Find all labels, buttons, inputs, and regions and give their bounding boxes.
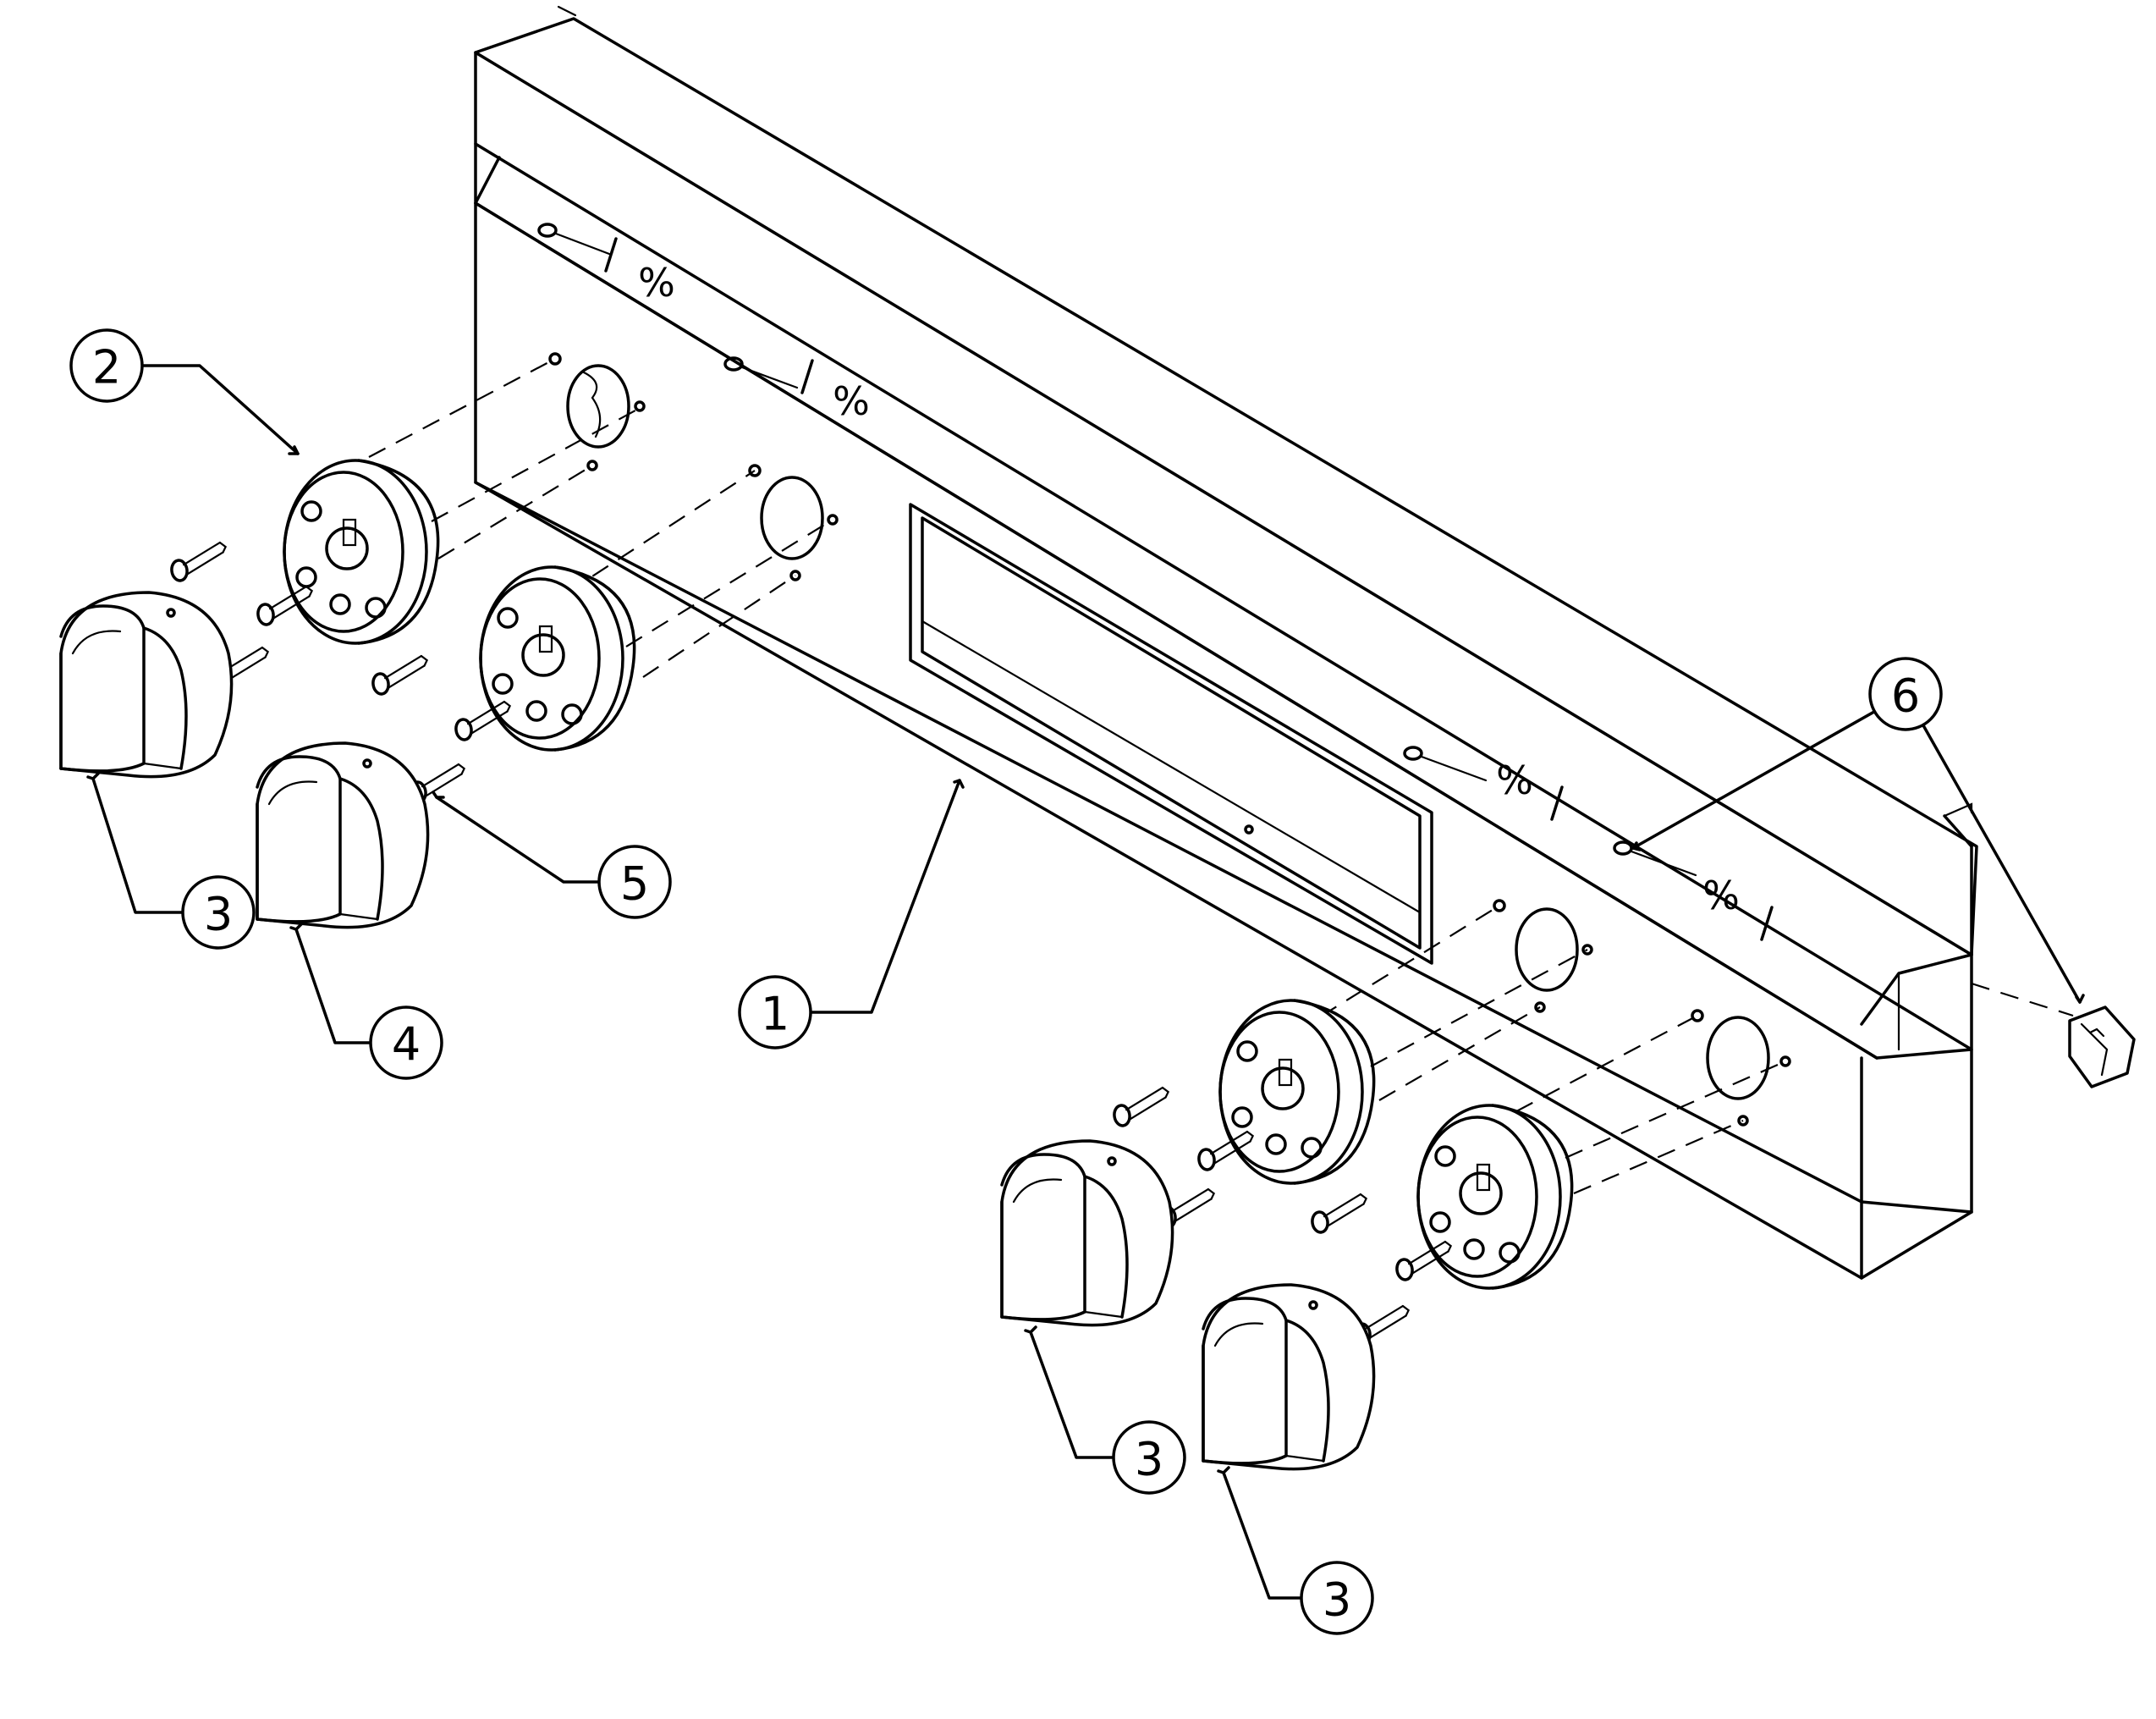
screw-icon <box>1109 1085 1174 1128</box>
bezel-icon <box>479 565 636 752</box>
clip-icon <box>2068 1006 2136 1088</box>
knob-icon <box>1000 1139 1174 1327</box>
bezel-icon <box>1218 999 1376 1185</box>
callout-5: 5 <box>597 845 672 919</box>
leader-lines <box>86 364 2085 1600</box>
callout-label: 6 <box>1891 669 1920 723</box>
bezel-icon <box>1416 1104 1574 1290</box>
callout-label: 3 <box>1135 1433 1163 1486</box>
panel-mark: % <box>638 260 675 306</box>
screw-icon <box>368 653 432 697</box>
knob-icon <box>256 741 430 929</box>
bezel-icon <box>283 459 440 645</box>
callout-6: 6 <box>1868 657 1943 731</box>
callout-4: 4 <box>369 1006 443 1080</box>
screw-icon <box>1307 1192 1372 1235</box>
panel-mark: % <box>833 378 870 424</box>
callout-3: 3 <box>1112 1420 1186 1495</box>
callout-2: 2 <box>69 328 144 403</box>
callout-label: 5 <box>620 857 649 911</box>
control-panel: % % % % <box>474 5 1978 1280</box>
callout-label: 2 <box>92 341 121 394</box>
callout-label: 4 <box>392 1018 421 1072</box>
callout-label: 3 <box>1323 1573 1351 1627</box>
callout-1: 1 <box>738 975 812 1050</box>
panel-mark: % <box>1702 873 1740 918</box>
callout-3: 3 <box>1300 1561 1374 1635</box>
knob-icon <box>59 591 234 779</box>
callout-label: 3 <box>204 888 233 941</box>
knob-icon <box>1202 1283 1376 1471</box>
callout-3: 3 <box>181 875 256 950</box>
screw-icon <box>167 540 231 583</box>
panel-mark: % <box>1496 758 1533 803</box>
callout-label: 1 <box>761 988 789 1041</box>
